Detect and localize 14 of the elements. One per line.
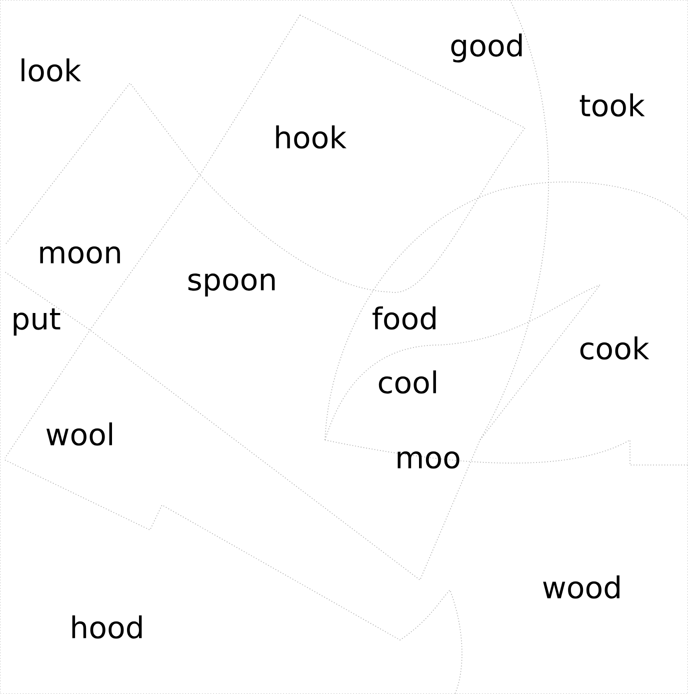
word-label: put — [14, 308, 60, 336]
word-label: hood — [72, 615, 142, 639]
word-label: food — [372, 306, 436, 330]
word-label: spoon — [188, 274, 275, 297]
word-label: good — [451, 34, 522, 63]
word-label: cook — [580, 336, 650, 360]
word-label: wood — [543, 575, 620, 599]
word-label: moon — [40, 246, 120, 264]
word-label: moo — [398, 451, 460, 469]
word-label: cool — [378, 370, 436, 394]
word-label: look — [22, 58, 82, 82]
word-label: took — [580, 93, 645, 117]
word-label: hook — [276, 125, 346, 149]
word-label: wool — [46, 422, 112, 446]
